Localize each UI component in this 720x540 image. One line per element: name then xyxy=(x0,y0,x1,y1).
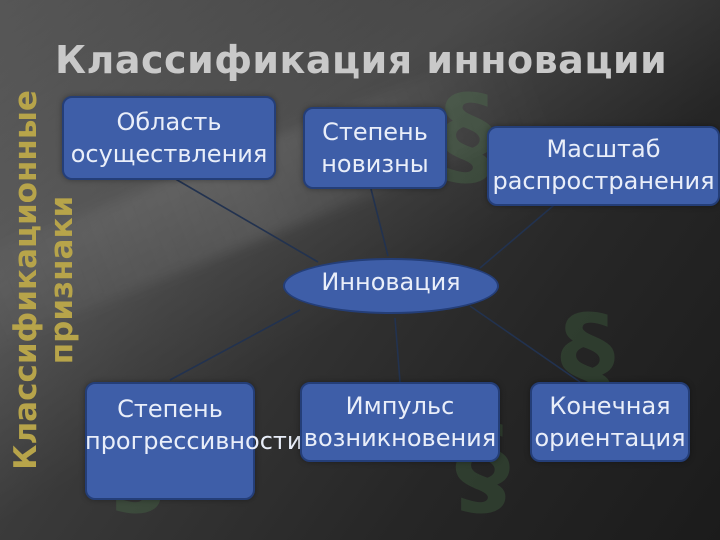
node-orientacia xyxy=(530,382,690,462)
slide-title: Классификация инновации xyxy=(55,38,668,82)
link-impuls xyxy=(394,317,401,383)
node-novizna xyxy=(303,107,447,189)
link-oblast xyxy=(159,169,319,263)
center-node-label: Инновация xyxy=(321,268,461,296)
center-node xyxy=(283,258,499,314)
node-oblast-label: Область осуществления xyxy=(70,108,268,168)
link-masshtab xyxy=(479,199,561,269)
node-impuls xyxy=(300,382,500,462)
watermark-mark: § xyxy=(440,71,495,199)
node-orientacia-label: Конечная ориентация xyxy=(534,392,686,452)
node-novizna-label: Степень новизны xyxy=(321,118,429,178)
node-masshtab xyxy=(487,126,720,206)
node-progress xyxy=(85,382,255,500)
link-orientacia xyxy=(469,305,581,383)
link-novizna xyxy=(369,184,389,257)
node-progress-label: Степень прогрессивности xyxy=(85,395,303,455)
node-oblast xyxy=(62,96,276,180)
link-progress xyxy=(169,309,301,381)
node-masshtab-label: Масштаб распространения xyxy=(492,135,715,195)
node-impuls-label: Импульс возникновения xyxy=(303,392,497,452)
